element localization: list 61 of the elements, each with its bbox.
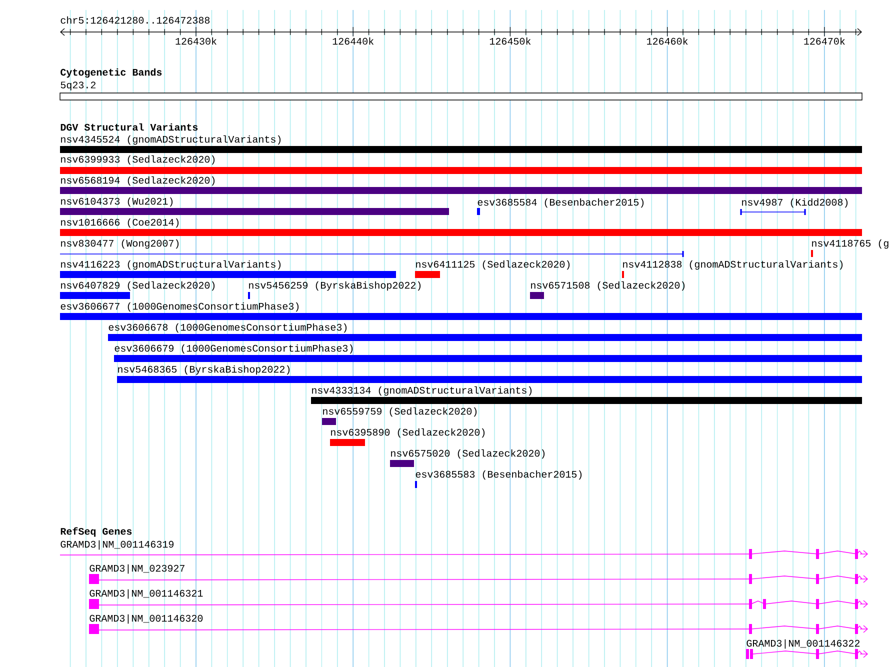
transcript: GRAMD3|NM_001146322 (746, 639, 868, 659)
node-label: GRAMD3|NM_001146321 (90, 589, 203, 599)
variant-bar: esv3685583 (Besenbacher2015) (415, 470, 582, 488)
node-label: nsv6571508 (Sedlazeck2020) (531, 281, 685, 291)
variant-bar: nsv6104373 (Wu2021) (60, 197, 449, 215)
node-label: nsv6104373 (Wu2021) (61, 197, 173, 207)
track-heading: Cytogenetic Bands (60, 68, 162, 78)
variant-bar: nsv5456259 (ByrskaBishop2022) (248, 281, 421, 299)
node-label: esv3685583 (Besenbacher2015) (416, 470, 582, 480)
variant-bar: esv3685584 (Besenbacher2015) (477, 198, 644, 215)
transcript: GRAMD3|NM_001146320 (89, 614, 868, 634)
variant-bar: nsv6571508 (Sedlazeck2020) (530, 281, 685, 299)
variant-span: nsv4987 (Kidd2008) (740, 198, 848, 215)
transcript: GRAMD3|NM_023927 (89, 564, 868, 584)
transcript: GRAMD3|NM_001146319 (60, 540, 868, 559)
node-label: GRAMD3|NM_001146322 (746, 639, 860, 649)
variant-bar: esv3606679 (1000GenomesConsortiumPhase3) (114, 344, 862, 362)
node-label: esv3606679 (1000GenomesConsortiumPhase3) (114, 344, 353, 354)
transcript: GRAMD3|NM_001146321 (89, 589, 868, 609)
track-heading: RefSeq Genes (60, 527, 132, 537)
variant-bar: nsv4333134 (gnomADStructuralVariants) (311, 386, 862, 404)
node-label: esv3606677 (1000GenomesConsortiumPhase3) (60, 302, 299, 312)
node-label: nsv6407829 (Sedlazeck2020) (61, 281, 215, 291)
variant-bar: nsv1016666 (Coe2014) (60, 218, 862, 236)
node-label: nsv6395890 (Sedlazeck2020) (331, 428, 485, 438)
node-label: nsv6411125 (Sedlazeck2020) (416, 260, 570, 270)
node-label: nsv6568194 (Sedlazeck2020) (61, 176, 215, 186)
node-label: esv3685584 (Besenbacher2015) (478, 198, 644, 208)
variant-bar: nsv4345524 (gnomADStructuralVariants) (60, 135, 862, 153)
variant-bar: nsv6399933 (Sedlazeck2020) (60, 155, 862, 174)
variant-bar: nsv6407829 (Sedlazeck2020) (60, 281, 215, 299)
variant-bar: nsv5468365 (ByrskaBishop2022) (117, 365, 862, 383)
node-label: nsv5456259 (ByrskaBishop2022) (249, 281, 421, 291)
variant-bar: nsv6411125 (Sedlazeck2020) (415, 260, 570, 278)
node-label: nsv5468365 (ByrskaBishop2022) (118, 365, 290, 375)
node-label: nsv6559759 (Sedlazeck2020) (323, 407, 477, 417)
node-label: nsv4116223 (gnomADStructuralVariants) (61, 260, 281, 270)
node-label: GRAMD3|NM_001146320 (90, 614, 203, 624)
band-label: 5q23.2 (60, 82, 96, 90)
variant-bar: esv3606677 (1000GenomesConsortiumPhase3) (60, 302, 862, 320)
node-label: nsv4112838 (gnomADStructuralVariants) (623, 260, 843, 270)
node-label: nsv1016666 (Coe2014) (61, 218, 179, 228)
variant-bar: nsv6568194 (Sedlazeck2020) (60, 176, 862, 194)
variant-bar: nsv4116223 (gnomADStructuralVariants) (60, 260, 396, 278)
variant-bar: esv3606678 (1000GenomesConsortiumPhase3) (108, 323, 862, 341)
variant-bar: nsv4118765 (g (811, 239, 888, 257)
variant-span: nsv830477 (Wong2007) (60, 239, 684, 257)
node-label: nsv4118765 (g (812, 239, 888, 249)
node-label: esv3606678 (1000GenomesConsortiumPhase3) (108, 323, 347, 333)
track-heading: DGV Structural Variants (60, 123, 198, 131)
node-label: nsv4345524 (gnomADStructuralVariants) (61, 135, 281, 145)
node-label: GRAMD3|NM_001146319 (60, 540, 174, 550)
node-label: nsv6399933 (Sedlazeck2020) (61, 155, 215, 165)
variant-bar: nsv6395890 (Sedlazeck2020) (330, 428, 485, 446)
node-label: nsv6575020 (Sedlazeck2020) (391, 449, 545, 459)
node-label: GRAMD3|NM_023927 (90, 564, 184, 574)
variant-bar: nsv4112838 (gnomADStructuralVariants) (622, 260, 843, 278)
node-label: nsv4333134 (gnomADStructuralVariants) (312, 386, 532, 396)
variant-bar: nsv6575020 (Sedlazeck2020) (390, 449, 545, 467)
coordinate-range: chr5:126421280..126472388 (60, 16, 210, 24)
variant-bar: nsv6559759 (Sedlazeck2020) (322, 407, 477, 425)
